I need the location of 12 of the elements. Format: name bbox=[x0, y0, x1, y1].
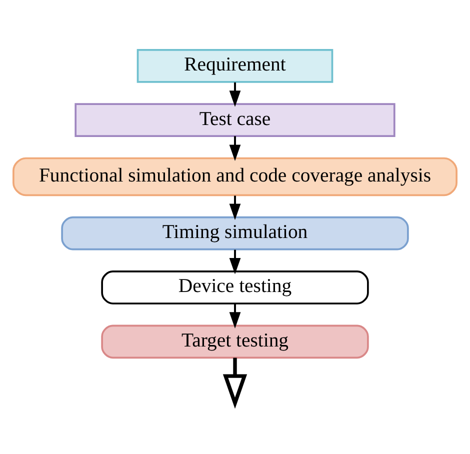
arrow bbox=[222, 358, 248, 409]
node-box: Target testing bbox=[101, 324, 369, 359]
arrow bbox=[229, 250, 241, 274]
arrow bbox=[229, 196, 241, 220]
arrow bbox=[229, 82, 241, 107]
node-box: Functional simulation and code coverage analysis bbox=[12, 157, 458, 196]
arrow bbox=[229, 304, 241, 328]
arrow bbox=[229, 136, 241, 161]
node-box: Test case bbox=[74, 103, 396, 137]
node-box: Device testing bbox=[101, 270, 369, 304]
node-box: Requirement bbox=[136, 49, 334, 83]
node-box: Timing simulation bbox=[61, 216, 409, 250]
